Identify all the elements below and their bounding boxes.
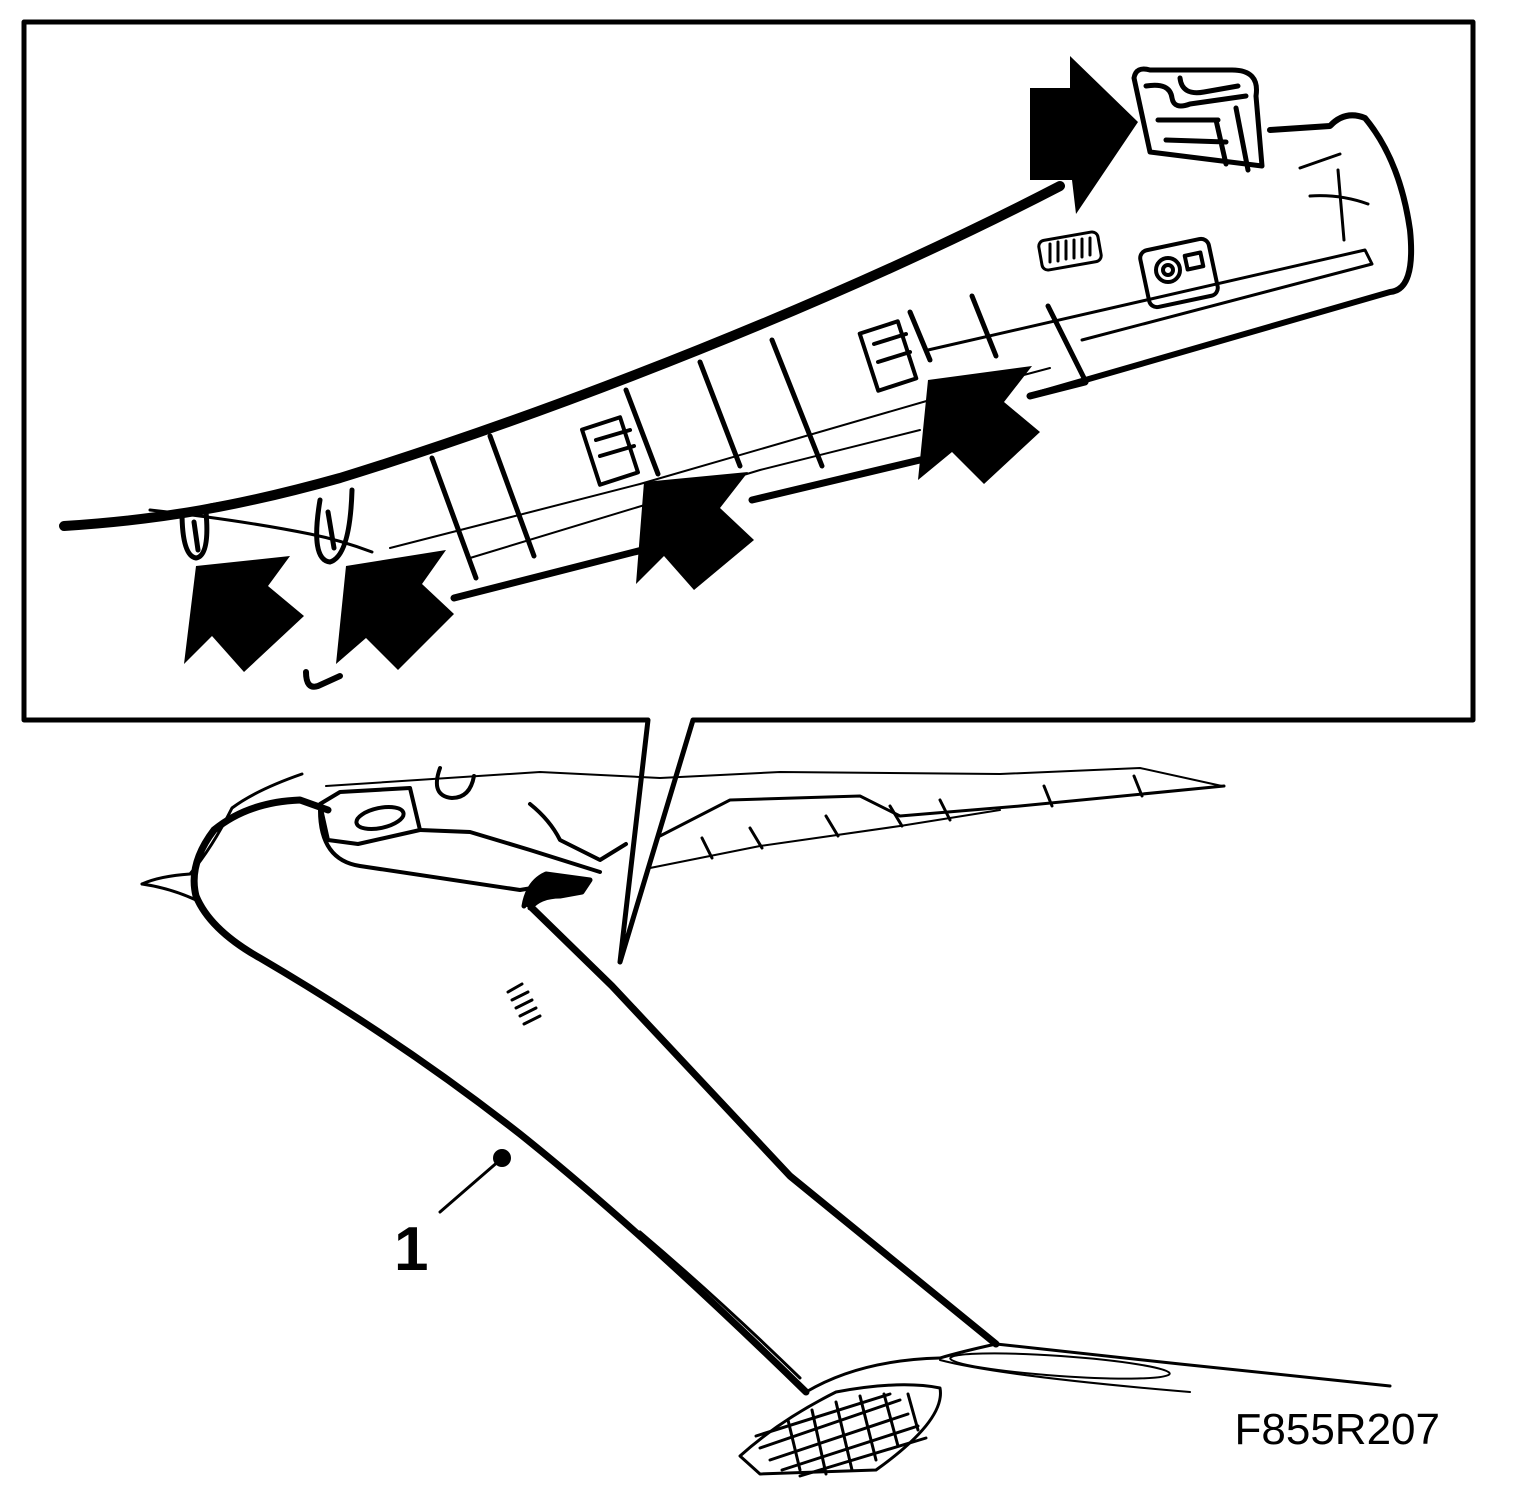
- rib-6: [907, 309, 933, 363]
- rib-1: [429, 455, 479, 581]
- clip-arrow-icon: [336, 550, 454, 670]
- clip-arrow-icon: [184, 556, 304, 672]
- speaker-grille: [738, 1383, 942, 1478]
- pillar-vent: [506, 982, 542, 1026]
- clip-tab-1: [580, 415, 640, 487]
- leader-dot-icon: [493, 1149, 511, 1167]
- dash-top-line: [994, 1342, 1392, 1388]
- detail-inset: [21, 19, 1476, 965]
- clip-tab-2: [857, 319, 919, 393]
- left-clip-1: [179, 493, 273, 561]
- a-pillar-trim: [190, 796, 810, 1396]
- rib-4: [697, 359, 743, 469]
- inset-frame: [21, 19, 1476, 965]
- trim-lower-flange-1: [450, 544, 654, 602]
- rib-7: [969, 293, 999, 359]
- clip-arrow-icon: [636, 472, 754, 590]
- top-bracket: [1131, 66, 1265, 173]
- a-pillar-lower-inner: [638, 1230, 802, 1380]
- trim-lower-flange-2: [748, 456, 924, 504]
- clip-arrow-icon: [918, 366, 1040, 484]
- clip-arrows: [184, 56, 1138, 672]
- roof-top-line: [325, 767, 1223, 787]
- trim-right-end: [1027, 112, 1415, 399]
- roof-front-line: [140, 882, 198, 902]
- a-pillar-inner-edge: [528, 904, 1000, 1348]
- pillar-top-cap: [521, 871, 593, 911]
- roof-edge: [140, 772, 304, 886]
- clip-arrow-icon: [1030, 56, 1138, 214]
- trim-lower-flange-3: [1026, 378, 1089, 400]
- vent-grille: [1037, 230, 1103, 272]
- roof-rail: [658, 784, 1226, 838]
- rib-8: [1045, 303, 1089, 385]
- trim-inner-ledge: [926, 248, 1374, 352]
- trim-thin-edge: [469, 429, 921, 559]
- left-clip-3: [303, 669, 343, 690]
- left-clip-2: [314, 487, 355, 565]
- callout-leader: [438, 1158, 502, 1214]
- rib-2: [487, 433, 537, 559]
- roof-rail-ribs: [700, 774, 1144, 860]
- figure-code: F855R207: [1235, 1405, 1440, 1454]
- dash-curve: [804, 1342, 998, 1394]
- end-marks: [1298, 152, 1370, 242]
- sensor-block: [1138, 236, 1220, 310]
- headliner-bracket: [318, 766, 628, 892]
- rib-5: [769, 337, 825, 469]
- main-view: [140, 766, 1392, 1478]
- left-wire: [148, 508, 374, 554]
- dash-base-line: [939, 1359, 1191, 1393]
- rib-3: [623, 387, 661, 477]
- dash-recess: [949, 1352, 1171, 1380]
- callout-label-1: 1: [394, 1215, 428, 1284]
